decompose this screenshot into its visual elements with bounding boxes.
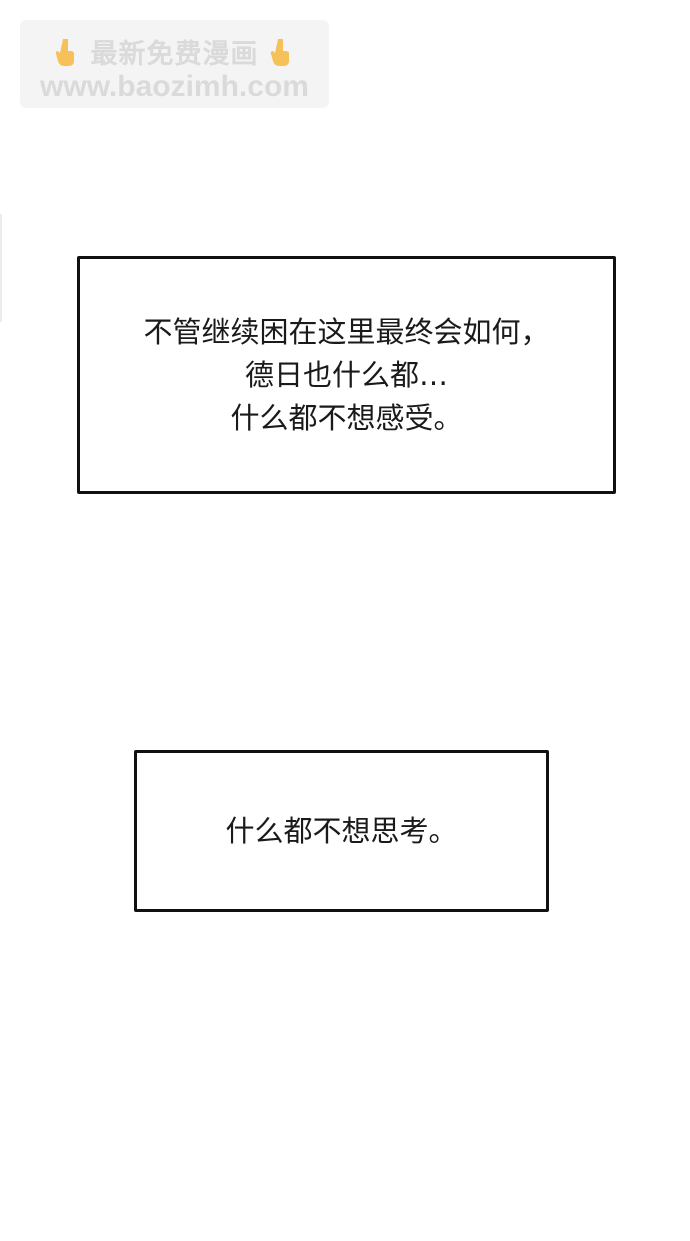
narration-line: 不管继续困在这里最终会如何， [143,314,550,349]
narration-text-1: 不管继续困在这里最终会如何， 德日也什么都… 什么都不想感受。 [143,311,549,440]
narration-box-2: 什么都不想思考。 [134,750,549,912]
narration-text-2: 什么都不想思考。 [225,810,457,853]
narration-line: 什么都不想感受。 [230,400,463,435]
narration-box-1: 不管继续困在这里最终会如何， 德日也什么都… 什么都不想感受。 [77,256,616,494]
pointing-down-hand-icon [54,37,80,67]
watermark-title: 最新免费漫画 [90,39,259,70]
watermark-badge: 最新免费漫画 www.baozimh.com [20,20,329,108]
watermark-url: www.baozimh.com [40,70,309,103]
watermark-title-row: 最新免费漫画 [20,32,329,71]
narration-line: 德日也什么都… [244,357,448,392]
pointing-down-hand-icon [269,37,295,67]
narration-line: 什么都不想思考。 [225,813,458,848]
panel-edge-mark [0,214,2,322]
